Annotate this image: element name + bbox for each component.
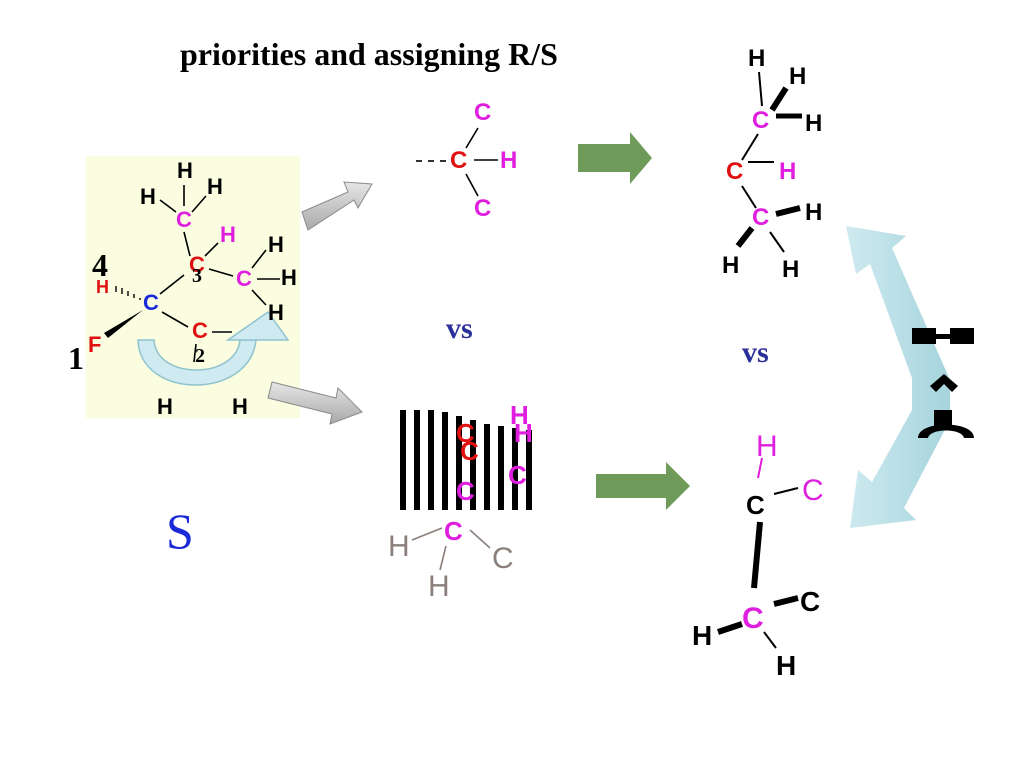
atom-c-top-methyl: C bbox=[176, 207, 192, 232]
frag-top-h: H bbox=[500, 147, 518, 174]
vs-label-right: vs bbox=[742, 336, 769, 369]
atom-h-top-left: H bbox=[140, 184, 156, 209]
green-arrow-bottom bbox=[596, 462, 690, 510]
bm-c-gray: C bbox=[492, 542, 514, 575]
top-fragment-bonds bbox=[416, 127, 498, 197]
atom-h-right-bottom: H bbox=[268, 300, 284, 325]
rotated-hc-glyph bbox=[912, 328, 974, 438]
rank-2-label: 2 bbox=[195, 345, 205, 367]
br-h-left: H bbox=[692, 620, 713, 651]
gray-arrow-lower bbox=[267, 381, 363, 425]
tr-c-top: C bbox=[752, 107, 770, 134]
bm-c-magenta-low: C bbox=[444, 516, 463, 546]
vs-label-left: vs bbox=[446, 312, 473, 345]
top-right-bonds bbox=[735, 71, 802, 253]
atom-h-right-top: H bbox=[268, 232, 284, 257]
tr-h-4: H bbox=[805, 199, 823, 226]
rank-3-label: 3 bbox=[192, 265, 202, 287]
atom-h-bottom-right: H bbox=[232, 394, 248, 419]
br-c-black-right: C bbox=[800, 586, 821, 617]
bm-c-magenta-mid: C bbox=[456, 476, 475, 506]
bm-h-gray-bottom: H bbox=[428, 570, 450, 603]
br-c-magenta-bottom: C bbox=[742, 602, 764, 635]
bottom-fragment-bonds bbox=[411, 527, 491, 571]
atom-c-central: C bbox=[143, 290, 159, 315]
tr-h-5: H bbox=[722, 252, 740, 279]
frag-top-c-up: C bbox=[474, 99, 492, 126]
wedge-bond bbox=[104, 310, 143, 338]
tr-h-mid: H bbox=[779, 158, 797, 185]
atom-h-right-mid: H bbox=[281, 265, 297, 290]
bm-c-magenta-right: C bbox=[508, 460, 527, 490]
configuration-result: S bbox=[166, 503, 194, 559]
bm-c-red-2: C bbox=[460, 436, 479, 466]
atom-h-top: H bbox=[177, 158, 193, 183]
atom-c-right-methyl: C bbox=[236, 266, 252, 291]
br-h-bottom: H bbox=[776, 650, 797, 681]
tr-h-1: H bbox=[748, 45, 766, 72]
atom-h-magenta: H bbox=[220, 222, 236, 247]
atom-h-bottom-left: H bbox=[157, 394, 173, 419]
green-arrow-top bbox=[578, 132, 652, 184]
atom-c2: C bbox=[192, 318, 208, 343]
slide-title: priorities and assigning R/S bbox=[180, 36, 558, 72]
bottom-right-bonds bbox=[717, 457, 799, 649]
bm-c-red-1: C bbox=[456, 418, 475, 448]
bm-h-gray-left: H bbox=[388, 530, 410, 563]
atom-c3: C bbox=[189, 252, 205, 277]
atom-h-rank4: H bbox=[96, 277, 109, 297]
striped-overlay bbox=[400, 410, 532, 510]
rank-1-label: 1 bbox=[68, 340, 84, 376]
main-molecule-bonds bbox=[159, 185, 280, 363]
rotation-arrow bbox=[137, 310, 290, 386]
br-c-magenta-top: C bbox=[802, 474, 824, 507]
br-h-top: H bbox=[756, 430, 778, 463]
frag-top-c-down: C bbox=[474, 195, 492, 222]
tr-h-3: H bbox=[805, 110, 823, 137]
atom-h-top-right: H bbox=[207, 174, 223, 199]
rank-4-label: 4 bbox=[92, 247, 108, 283]
tr-h-2: H bbox=[789, 63, 807, 90]
tr-h-6: H bbox=[782, 256, 800, 283]
tr-c-mid: C bbox=[726, 158, 744, 185]
teal-double-arrow bbox=[846, 226, 950, 528]
atom-f: F bbox=[88, 332, 102, 357]
bm-h-top-1: H bbox=[510, 400, 529, 430]
tr-c-bottom: C bbox=[752, 204, 770, 231]
frag-top-c-center: C bbox=[450, 147, 468, 174]
gray-arrow-upper bbox=[301, 181, 373, 231]
br-c-top: C bbox=[746, 490, 765, 520]
bm-h-top-2: H bbox=[514, 418, 533, 448]
hashed-bond bbox=[115, 286, 141, 300]
